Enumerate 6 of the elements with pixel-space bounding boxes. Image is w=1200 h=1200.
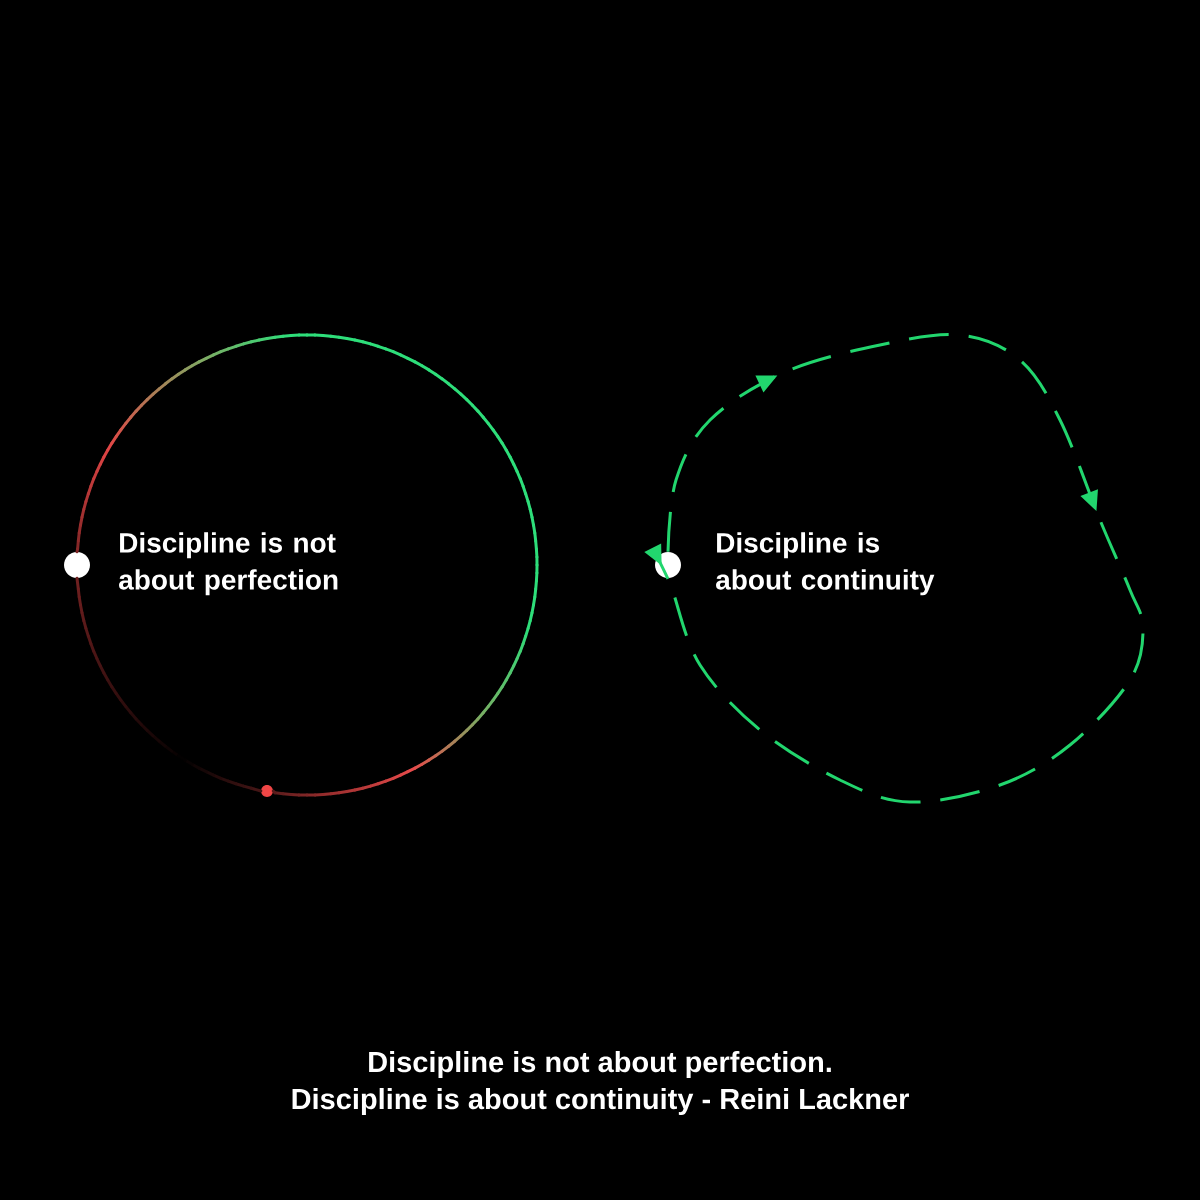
quote-text: Discipline is about continuity - Reini Lackner bbox=[292, 1088, 909, 1116]
arc bbox=[75, 333, 539, 797]
dot bbox=[64, 552, 90, 578]
quote-text: Discipline is not about perfection. bbox=[369, 1051, 831, 1079]
statement-text: Discipline is about continuity bbox=[716, 532, 935, 596]
statement-text: Discipline is not about perfection bbox=[119, 532, 338, 596]
